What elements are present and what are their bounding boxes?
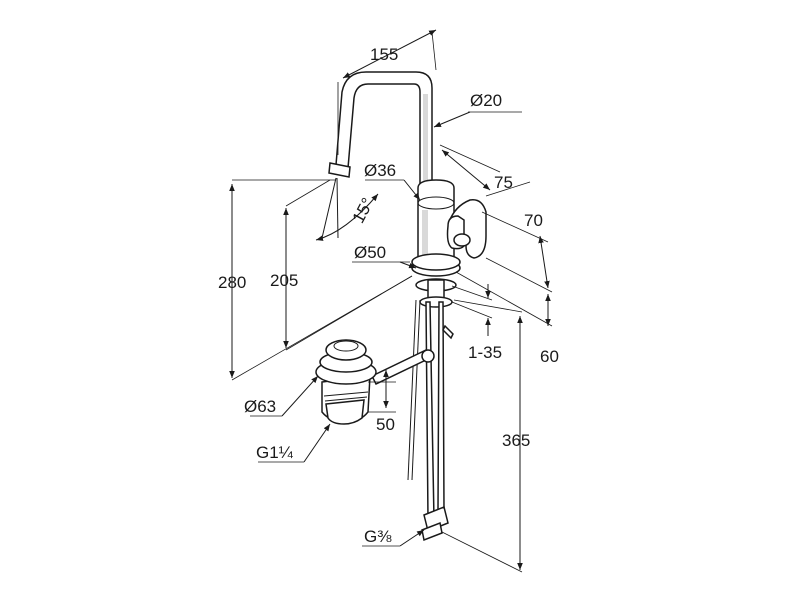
pop-up-waste xyxy=(315,339,435,425)
label-handle-depth: 75 xyxy=(494,173,513,192)
label-drain-thread: G1¼ xyxy=(256,443,294,462)
drain-linkage xyxy=(370,349,432,385)
drain-lower xyxy=(325,399,365,425)
label-spout-height: 205 xyxy=(270,271,298,290)
dimension-lines xyxy=(229,29,553,573)
spout-highlight xyxy=(423,94,428,188)
label-base-diameter: Ø50 xyxy=(354,243,386,262)
label-spout-reach: 155 xyxy=(370,45,398,64)
label-total-height: 280 xyxy=(218,273,246,292)
drain-rod xyxy=(407,299,417,481)
spout-outlet xyxy=(328,162,351,178)
label-handle-height: 70 xyxy=(524,211,543,230)
label-deck-thickness: 1-35 xyxy=(468,343,502,362)
mounting-nut xyxy=(419,296,453,308)
drain-rod-2 xyxy=(411,299,421,481)
drain-plug xyxy=(325,339,367,361)
handle-cap xyxy=(453,233,471,247)
faucet-assembly xyxy=(328,71,487,542)
label-body-diameter: Ø36 xyxy=(364,161,396,180)
linkage-knob xyxy=(421,349,435,363)
hose-connector-nut xyxy=(421,521,443,542)
mixer-body-top xyxy=(417,196,455,210)
label-drain-offset: 50 xyxy=(376,415,395,434)
drain-plug-top xyxy=(333,340,359,352)
supply-hose-right xyxy=(437,301,445,511)
label-base-offset: 60 xyxy=(540,347,559,366)
label-spout-diameter: Ø20 xyxy=(470,91,502,110)
hose-connector xyxy=(423,505,449,533)
label-drain-diameter: Ø63 xyxy=(244,397,276,416)
label-hose-thread: G⅜ xyxy=(364,527,392,546)
supply-hose-left xyxy=(425,301,435,521)
dimension-labels: 155 Ø20 Ø36 75 70 15° Ø50 280 205 1-35 6… xyxy=(218,45,559,546)
rod-lever xyxy=(442,324,454,340)
base-ring-top xyxy=(411,253,461,271)
drain-thread-lines xyxy=(323,391,369,402)
label-hose-length: 365 xyxy=(502,431,530,450)
body-shade xyxy=(422,210,428,255)
